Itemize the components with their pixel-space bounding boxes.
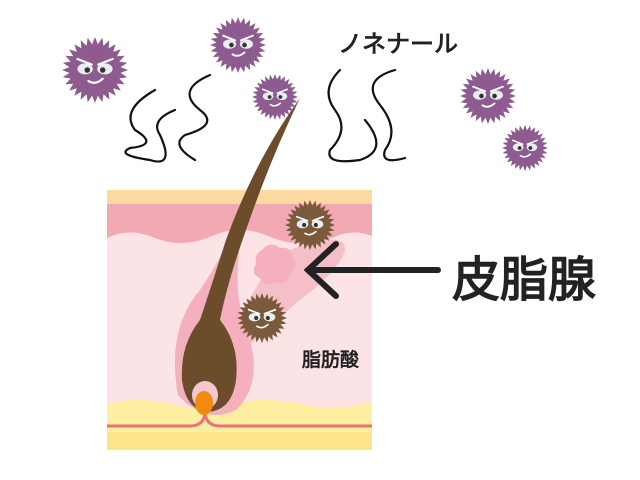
arrow <box>303 241 441 299</box>
fatty-acid-label: 脂肪酸 <box>302 349 360 371</box>
squiggle <box>327 68 378 163</box>
germ <box>252 74 298 120</box>
sebaceous-gland-label: 皮脂腺 <box>452 252 597 308</box>
odor-squiggles <box>124 68 407 163</box>
germ <box>62 37 128 103</box>
squiggle <box>124 88 177 163</box>
germ <box>285 200 335 250</box>
squiggle <box>178 73 212 162</box>
hair <box>181 98 300 415</box>
nonenal-label: ノネナール <box>338 30 458 58</box>
germ <box>210 17 266 73</box>
germ <box>460 68 516 124</box>
squiggle <box>371 68 407 162</box>
germ <box>237 293 287 343</box>
germ <box>502 125 548 171</box>
germs <box>62 17 548 343</box>
